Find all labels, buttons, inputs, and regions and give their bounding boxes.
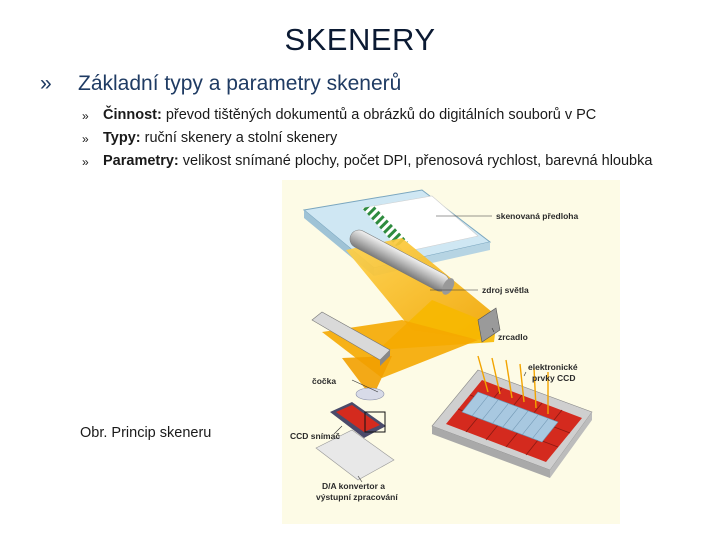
item-bullet: »	[82, 132, 89, 146]
light-beam-focus	[342, 356, 392, 390]
item-label: Činnost:	[103, 107, 162, 123]
item-text: ruční skenery a stolní skenery	[140, 130, 338, 146]
item-text: převod tištěných dokumentů a obrázků do …	[161, 107, 597, 123]
bullet-item-typy: » Typy: ruční skenery a stolní skenery	[82, 128, 682, 148]
reflector-bar-end	[380, 350, 390, 366]
leader-cocka	[351, 379, 379, 393]
item-text: velikost snímané plochy, počet DPI, přen…	[178, 153, 653, 169]
item-label: Parametry:	[103, 153, 179, 169]
leader-ccd-snimac	[333, 425, 343, 435]
leader-da	[357, 475, 363, 483]
ccd-sensor-small	[330, 402, 386, 438]
label-zdroj-svetla: zdroj světla	[482, 285, 529, 295]
main-heading: » Základní typy a parametry skenerů	[40, 72, 401, 96]
leader-zrcadlo	[491, 327, 495, 333]
lens	[355, 387, 385, 401]
label-ccd-prvky-2: prvky CCD	[532, 373, 575, 383]
scanner-principle-figure: skenovaná předloha zdroj světla zrcadlo …	[282, 180, 620, 524]
label-zrcadlo: zrcadlo	[498, 332, 528, 342]
scanner-diagram: skenovaná předloha zdroj světla zrcadlo …	[282, 180, 620, 524]
label-da-1: D/A konvertor a	[322, 481, 385, 491]
item-bullet: »	[82, 155, 89, 169]
da-converter-board	[315, 429, 395, 481]
bullet-item-cinnost: » Činnost: převod tištěných dokumentů a …	[82, 105, 682, 125]
mirror	[477, 307, 501, 343]
label-ccd-snimac: CCD snímač	[290, 431, 340, 441]
label-da-2: výstupní zpracování	[316, 492, 398, 502]
bullet-item-parametry: » Parametry: velikost snímané plochy, po…	[82, 151, 662, 171]
label-cocka: čočka	[312, 376, 336, 386]
document-stripes	[362, 206, 408, 246]
figure-caption: Obr. Princip skeneru	[80, 425, 212, 441]
heading-text: Základní typy a parametry skenerů	[78, 72, 402, 95]
label-predloha: skenovaná předloha	[496, 211, 578, 221]
light-source	[349, 229, 455, 295]
item-bullet: »	[82, 109, 89, 123]
heading-bullet: »	[40, 72, 52, 95]
leader-ccd	[523, 371, 527, 377]
slide-title: SKENERY	[284, 22, 436, 57]
ccd-detail	[431, 355, 593, 478]
label-ccd-prvky-1: elektronické	[528, 362, 578, 372]
item-label: Typy:	[103, 130, 141, 146]
